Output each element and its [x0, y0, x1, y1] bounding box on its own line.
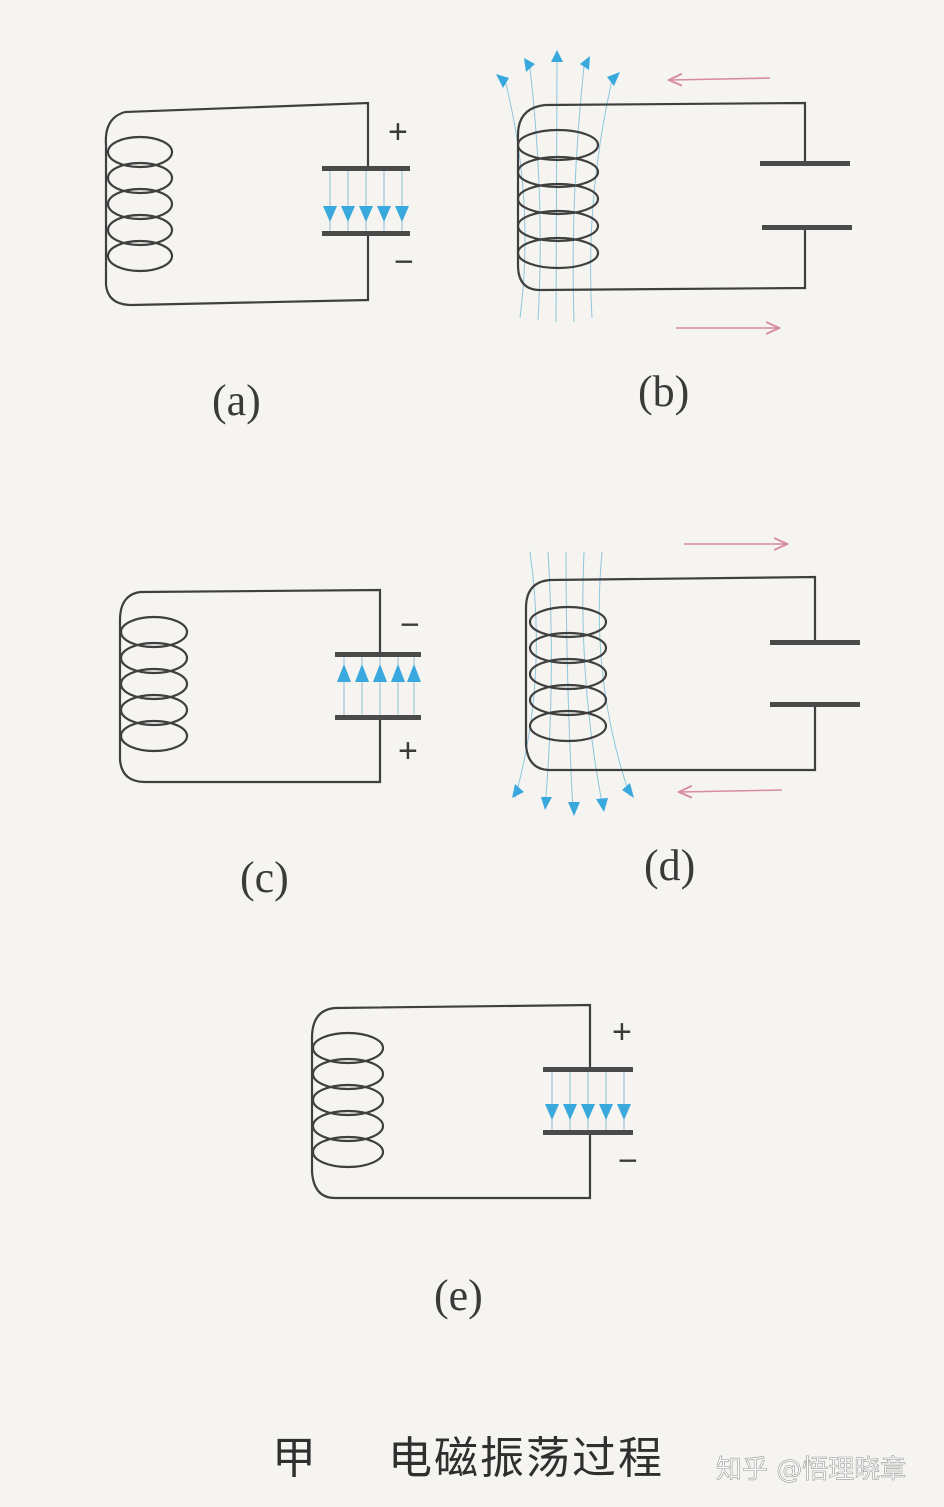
- capacitor-top-sign: +: [612, 1013, 632, 1051]
- capacitor-plate-top: [770, 640, 860, 645]
- panel-b: (b): [496, 50, 852, 416]
- magnetic-field-arrow: [541, 797, 552, 810]
- panel-e: + − (e): [310, 1003, 638, 1320]
- magnetic-field-arrow: [580, 56, 590, 70]
- capacitor-plate-bottom: [335, 715, 421, 720]
- current-arrow-top: [670, 78, 771, 80]
- magnetic-field-arrow: [568, 802, 580, 816]
- capacitor-plate-bottom: [762, 225, 852, 230]
- capacitor-top-sign: +: [388, 113, 408, 151]
- electric-field-lines: [343, 657, 415, 715]
- panel-label: (d): [644, 841, 695, 890]
- capacitor-top-sign: −: [400, 606, 420, 644]
- magnetic-field-arrowheads: [512, 783, 634, 816]
- capacitor-plate-top: [760, 161, 850, 166]
- electric-field-arrowheads: [545, 1104, 631, 1120]
- capacitor: [543, 1067, 633, 1135]
- capacitor-plate-bottom: [543, 1130, 633, 1135]
- figure-caption: 甲 电磁振荡过程: [272, 1433, 664, 1484]
- inductor-coil: [119, 615, 189, 753]
- capacitor: [760, 161, 852, 230]
- magnetic-field-arrow: [551, 50, 563, 62]
- magnetic-field-lines: [504, 59, 613, 323]
- capacitor-bottom-sign: +: [398, 732, 418, 770]
- capacitor-plate-bottom: [770, 702, 860, 707]
- circuit-wire: [310, 1003, 592, 1200]
- magnetic-field-arrow: [607, 72, 620, 86]
- panel-label: (e): [434, 1271, 483, 1320]
- circuit-wire: [104, 101, 370, 307]
- caption-prefix: 甲: [272, 1433, 316, 1484]
- magnetic-field-lines: [514, 551, 631, 813]
- capacitor-bottom-sign: −: [618, 1142, 638, 1180]
- watermark-text: 知乎 @悟理晓章: [716, 1455, 906, 1485]
- watermark: 知乎 @悟理晓章: [716, 1455, 907, 1486]
- caption-title: 电磁振荡过程: [388, 1433, 664, 1484]
- panel-label: (b): [638, 367, 689, 416]
- panel-d: (d): [512, 544, 860, 890]
- magnetic-field-arrow: [524, 58, 535, 72]
- current-arrow-bottom: [680, 790, 783, 792]
- inductor-coil: [311, 1031, 385, 1169]
- inductor-coil: [516, 128, 600, 270]
- capacitor-plate-top: [335, 652, 421, 657]
- capacitor: [770, 640, 860, 707]
- capacitor-bottom-sign: −: [394, 243, 414, 281]
- magnetic-field-arrow: [622, 783, 634, 798]
- panel-label: (a): [212, 376, 261, 425]
- inductor-coil: [528, 605, 608, 743]
- capacitor: [335, 652, 421, 720]
- capacitor-plate-top: [543, 1067, 633, 1072]
- magnetic-field-arrow: [496, 74, 509, 88]
- capacitor: [322, 166, 410, 236]
- panel-label: (c): [240, 853, 289, 902]
- panel-c: − + (c): [118, 588, 421, 902]
- electric-field-arrowheads: [337, 664, 421, 682]
- magnetic-field-arrowheads: [496, 50, 620, 88]
- electric-field-lines: [551, 1072, 625, 1130]
- inductor-coil: [106, 135, 174, 273]
- electric-field-arrowheads: [323, 206, 409, 222]
- magnetic-field-arrow: [596, 798, 608, 812]
- circuit-wire: [524, 575, 817, 772]
- panel-a: + − (a): [104, 101, 414, 425]
- capacitor-plate-bottom: [322, 231, 410, 236]
- capacitor-plate-top: [322, 166, 410, 171]
- circuit-wire: [118, 588, 382, 784]
- magnetic-field-arrow: [512, 784, 524, 798]
